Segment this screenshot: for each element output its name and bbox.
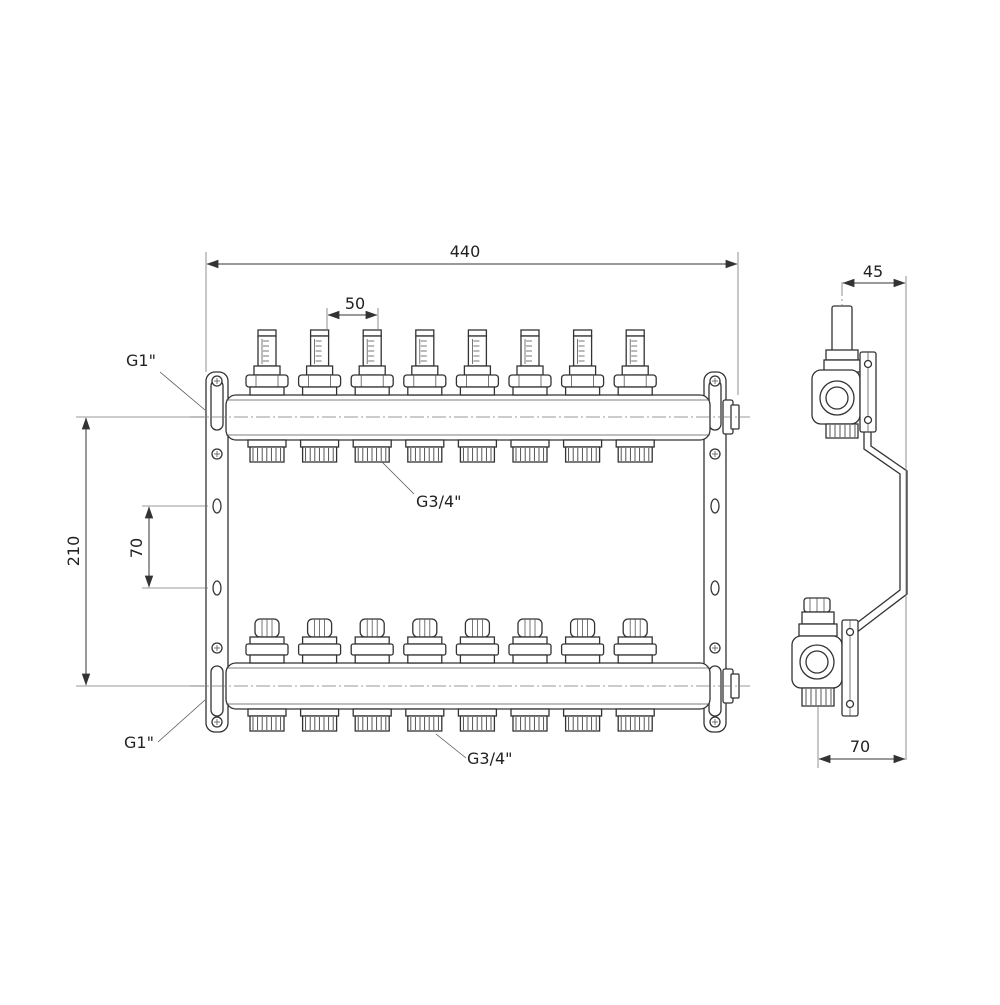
bottom-outlet xyxy=(352,708,392,732)
flowmeter xyxy=(508,329,552,396)
dim-overall-width: 440 xyxy=(205,242,739,395)
top-outlet xyxy=(352,439,392,463)
bottom-outlet xyxy=(615,708,655,732)
top-outlet xyxy=(615,439,655,463)
bottom-outlet xyxy=(405,708,445,732)
callout-inlet-bottom: G1" xyxy=(124,699,206,752)
top-outlet xyxy=(247,439,287,463)
valve-cap xyxy=(560,618,605,664)
top-outlet xyxy=(457,439,498,463)
top-outlet xyxy=(299,439,340,463)
valve-cap xyxy=(350,618,394,664)
dim-outlet-pitch: 50 xyxy=(326,294,379,330)
bottom-outlets xyxy=(247,708,655,732)
front-view: 440 50 210 70 G1" G xyxy=(64,242,750,768)
bottom-outlet xyxy=(457,708,498,732)
top-outlet xyxy=(405,439,445,463)
flowmeter xyxy=(245,329,289,396)
top-header-pipe xyxy=(190,394,750,441)
callout-inlet-bottom-label: G1" xyxy=(124,733,154,752)
bottom-outlet xyxy=(510,708,550,732)
callout-outlet-top-label: G3/4" xyxy=(416,492,462,511)
valve-cap xyxy=(508,618,552,664)
valve-cap xyxy=(455,618,500,664)
flowmeter xyxy=(297,329,342,396)
dim-side-depth-label: 70 xyxy=(850,737,870,756)
side-top-unit xyxy=(811,282,877,439)
callout-outlet-bottom: G3/4" xyxy=(435,733,513,768)
valve-cap xyxy=(297,618,342,664)
dim-side-offset-label: 45 xyxy=(863,262,883,281)
bottom-outlet xyxy=(299,708,340,732)
top-outlet xyxy=(562,439,603,463)
dim-side-offset: 45 xyxy=(842,262,907,760)
dim-mount-holes: 70 xyxy=(127,505,208,589)
dim-rail-spacing: 210 xyxy=(64,416,206,687)
side-bottom-unit xyxy=(791,597,859,768)
bottom-valves xyxy=(245,618,657,664)
callout-inlet-top: G1" xyxy=(126,351,206,411)
dim-side-depth: 70 xyxy=(818,737,906,764)
valve-cap xyxy=(613,618,657,664)
callout-outlet-bottom-label: G3/4" xyxy=(467,749,513,768)
left-bracket xyxy=(205,371,229,733)
dim-overall-width-label: 440 xyxy=(450,242,481,261)
right-bracket xyxy=(703,371,727,733)
bottom-outlet xyxy=(562,708,603,732)
flowmeter xyxy=(403,329,447,396)
callout-outlet-top: G3/4" xyxy=(381,461,462,511)
top-outlets xyxy=(247,439,655,463)
valve-cap xyxy=(245,618,289,664)
flowmeter xyxy=(350,329,394,396)
dim-outlet-pitch-label: 50 xyxy=(345,294,365,313)
top-flowmeters xyxy=(245,329,657,396)
flowmeter xyxy=(455,329,500,396)
side-rod xyxy=(844,432,901,633)
dim-mount-holes-label: 70 xyxy=(127,538,146,558)
bottom-header-pipe xyxy=(190,662,750,710)
dim-rail-spacing-label: 210 xyxy=(64,536,83,567)
side-view: 45 70 xyxy=(791,262,908,768)
callout-inlet-top-label: G1" xyxy=(126,351,156,370)
bottom-outlet xyxy=(247,708,287,732)
valve-cap xyxy=(403,618,447,664)
flowmeter xyxy=(560,329,605,396)
flowmeter xyxy=(613,329,657,396)
top-outlet xyxy=(510,439,550,463)
